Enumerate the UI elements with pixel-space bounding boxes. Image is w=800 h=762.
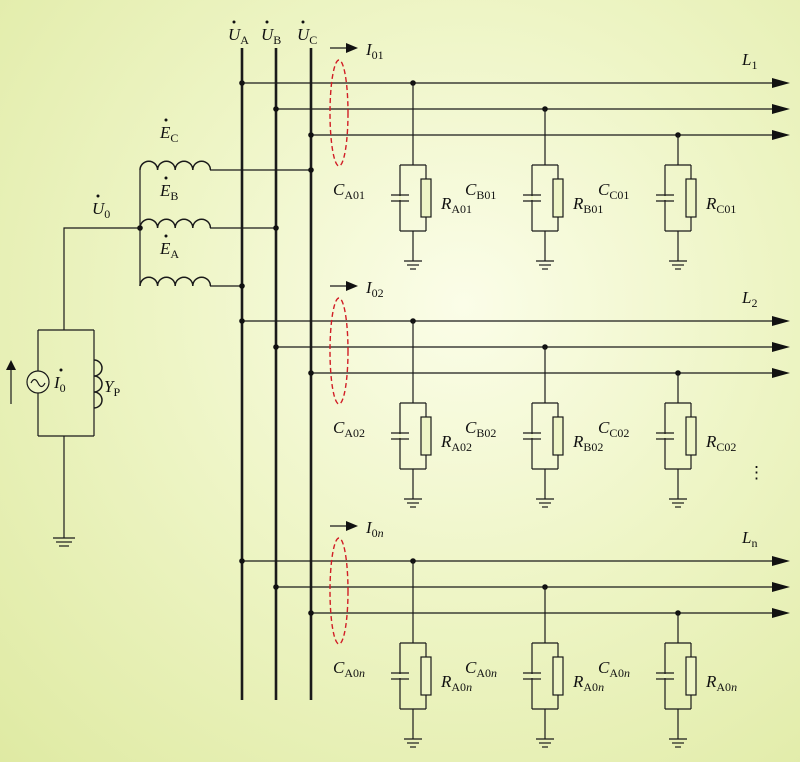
arrow-right-icon (772, 342, 790, 352)
resistor-icon (420, 178, 432, 218)
bus-a-label: UA (228, 20, 249, 47)
junction-dot (239, 558, 245, 564)
bus-c-label: UC (297, 20, 317, 47)
junction-dot (239, 318, 245, 324)
resistance-label: RC02 (705, 432, 736, 454)
current-sensor-loop (329, 537, 349, 645)
resistance-label: RC01 (705, 194, 736, 216)
source-labels: EC EB EA (159, 118, 179, 261)
current-sensor-loop (329, 297, 349, 405)
arrow-right-icon (772, 608, 790, 618)
arrow-right-icon (772, 316, 790, 326)
resistor-icon (552, 178, 564, 218)
arc-suppression-coil: YP (93, 359, 120, 409)
resistor-icon (552, 416, 564, 456)
junction-dot (273, 106, 279, 112)
resistance-label: RB02 (572, 432, 603, 454)
svg-text:EC: EC (159, 123, 178, 145)
capacitance-label: CA0n (465, 658, 497, 680)
winding-a (139, 276, 212, 287)
capacitance-label: CB01 (465, 180, 496, 202)
source-ground-icon (53, 537, 75, 547)
junction-dot (308, 610, 314, 616)
arrow-right-icon (772, 368, 790, 378)
feeder-current-label: I01 (365, 40, 384, 62)
resistance-label: RA0n (440, 672, 472, 694)
rc-branch (656, 610, 697, 748)
rc-branch (523, 106, 564, 270)
svg-text:EB: EB (159, 181, 178, 203)
injection-source: I0 (6, 329, 95, 538)
capacitance-label: CB02 (465, 418, 496, 440)
more-feeders-ellipsis: ⋮ (748, 463, 765, 482)
resistance-label: RA01 (440, 194, 472, 216)
bus-b-label: UB (261, 20, 281, 47)
winding-c (139, 160, 212, 171)
current-sensor-loop (329, 59, 349, 167)
rc-branch (656, 370, 697, 508)
current-direction-arrow-icon (6, 360, 16, 370)
junction-dot (273, 344, 279, 350)
feeder-current-label: I0n (365, 518, 384, 540)
svg-text:YP: YP (104, 377, 120, 399)
arrow-right-icon (772, 556, 790, 566)
svg-text:UB: UB (261, 25, 281, 47)
resistor-icon (552, 656, 564, 696)
feeder-line-label: L1 (741, 50, 757, 72)
resistance-label: RA02 (440, 432, 472, 454)
resistance-label: RA0n (705, 672, 737, 694)
current-arrow-icon (346, 43, 358, 53)
capacitance-label: CA02 (333, 418, 365, 440)
feeder-line-label: Ln (741, 528, 757, 550)
svg-text:I0: I0 (53, 373, 66, 395)
feeder-line-label: L2 (741, 288, 757, 310)
arrow-right-icon (772, 130, 790, 140)
capacitance-label: CC01 (598, 180, 629, 202)
capacitance-label: CC02 (598, 418, 629, 440)
capacitance-label: CA01 (333, 180, 365, 202)
junction-dot (308, 132, 314, 138)
capacitance-label: CA0n (598, 658, 630, 680)
capacitance-label: CA0n (333, 658, 365, 680)
rc-branch (391, 558, 432, 748)
arrow-right-icon (772, 104, 790, 114)
resistor-icon (685, 656, 697, 696)
neutral-wire (63, 227, 140, 330)
junction-dot (308, 370, 314, 376)
svg-text:EA: EA (159, 239, 179, 261)
svg-text:UC: UC (297, 25, 317, 47)
neutral-voltage-label: U0 (92, 194, 110, 221)
resistor-icon (420, 656, 432, 696)
svg-text:U0: U0 (92, 199, 110, 221)
rc-branch (523, 584, 564, 748)
winding-b (139, 218, 212, 229)
resistor-icon (420, 416, 432, 456)
junction-dot (273, 584, 279, 590)
svg-text:UA: UA (228, 25, 249, 47)
resistor-icon (685, 178, 697, 218)
current-arrow-icon (346, 521, 358, 531)
junction-dot (239, 80, 245, 86)
inductor-icon (93, 359, 103, 409)
resistor-icon (685, 416, 697, 456)
resistance-label: RB01 (572, 194, 603, 216)
resistance-label: RA0n (572, 672, 604, 694)
source-windings (137, 160, 314, 289)
current-arrow-icon (346, 281, 358, 291)
rc-branch (523, 344, 564, 508)
feeder-current-label: I02 (365, 278, 384, 300)
rc-branch (656, 132, 697, 270)
arrow-right-icon (772, 582, 790, 592)
rc-branch (391, 318, 432, 508)
arrow-right-icon (772, 78, 790, 88)
rc-branch (391, 80, 432, 270)
